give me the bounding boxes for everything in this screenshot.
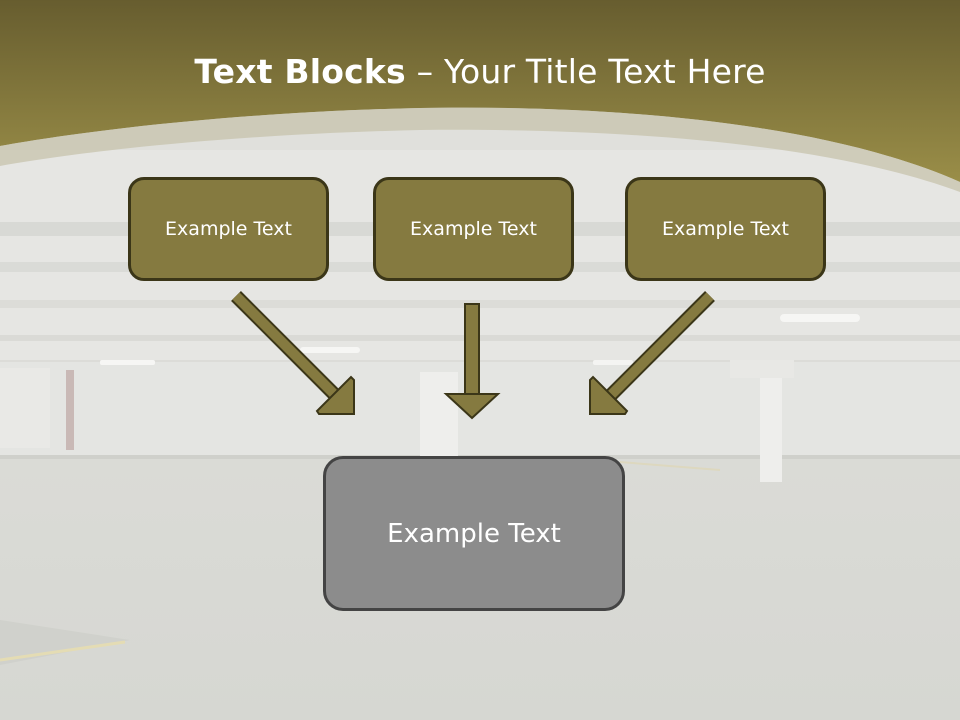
slide-title-rest: – Your Title Text Here bbox=[405, 52, 766, 91]
arrow-down-left-icon bbox=[589, 291, 715, 415]
header-band bbox=[0, 0, 960, 192]
slide-title-bold: Text Blocks bbox=[194, 52, 406, 91]
text-block-bottom-label: Example Text bbox=[387, 518, 561, 549]
text-block-left[interactable]: Example Text bbox=[128, 177, 329, 281]
text-block-center-label: Example Text bbox=[410, 218, 537, 240]
text-block-center[interactable]: Example Text bbox=[373, 177, 574, 281]
slide-title: Text Blocks – Your Title Text Here bbox=[0, 52, 960, 91]
arrow-down-right-icon bbox=[231, 291, 355, 415]
text-block-left-label: Example Text bbox=[165, 218, 292, 240]
text-block-bottom[interactable]: Example Text bbox=[323, 456, 625, 611]
arrow-down-icon bbox=[443, 303, 501, 420]
text-block-right[interactable]: Example Text bbox=[625, 177, 826, 281]
text-block-right-label: Example Text bbox=[662, 218, 789, 240]
